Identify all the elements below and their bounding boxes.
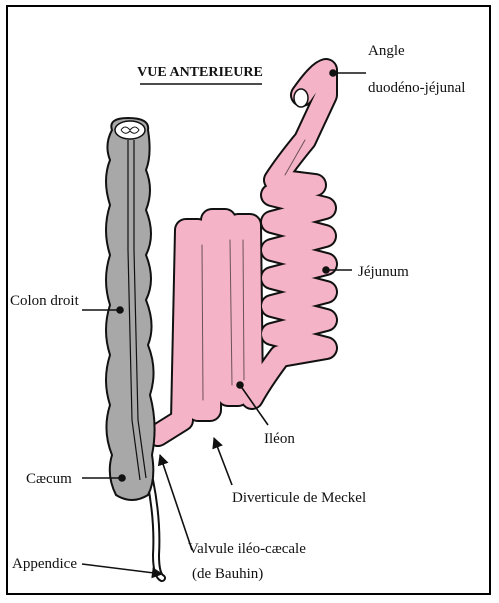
label-colon: Colon droit xyxy=(10,293,80,309)
duodenal-opening xyxy=(294,89,308,107)
label-appendix: Appendice xyxy=(12,556,77,572)
label-meckel: Diverticule de Meckel xyxy=(232,490,366,506)
label-jejunum: Jéjunum xyxy=(358,264,409,280)
label-valve-line2: (de Bauhin) xyxy=(192,566,263,582)
label-angle-line2: duodéno-jéjunal xyxy=(368,80,465,96)
colon xyxy=(106,118,155,500)
label-caecum: Cæcum xyxy=(26,471,72,487)
diagram-title: VUE ANTERIEURE xyxy=(137,65,263,80)
label-valve-line1: Valvule iléo-cæcale xyxy=(188,541,306,557)
small-intestine xyxy=(158,70,326,435)
label-angle-line1: Angle xyxy=(368,43,405,59)
label-ileon: Iléon xyxy=(264,431,295,447)
